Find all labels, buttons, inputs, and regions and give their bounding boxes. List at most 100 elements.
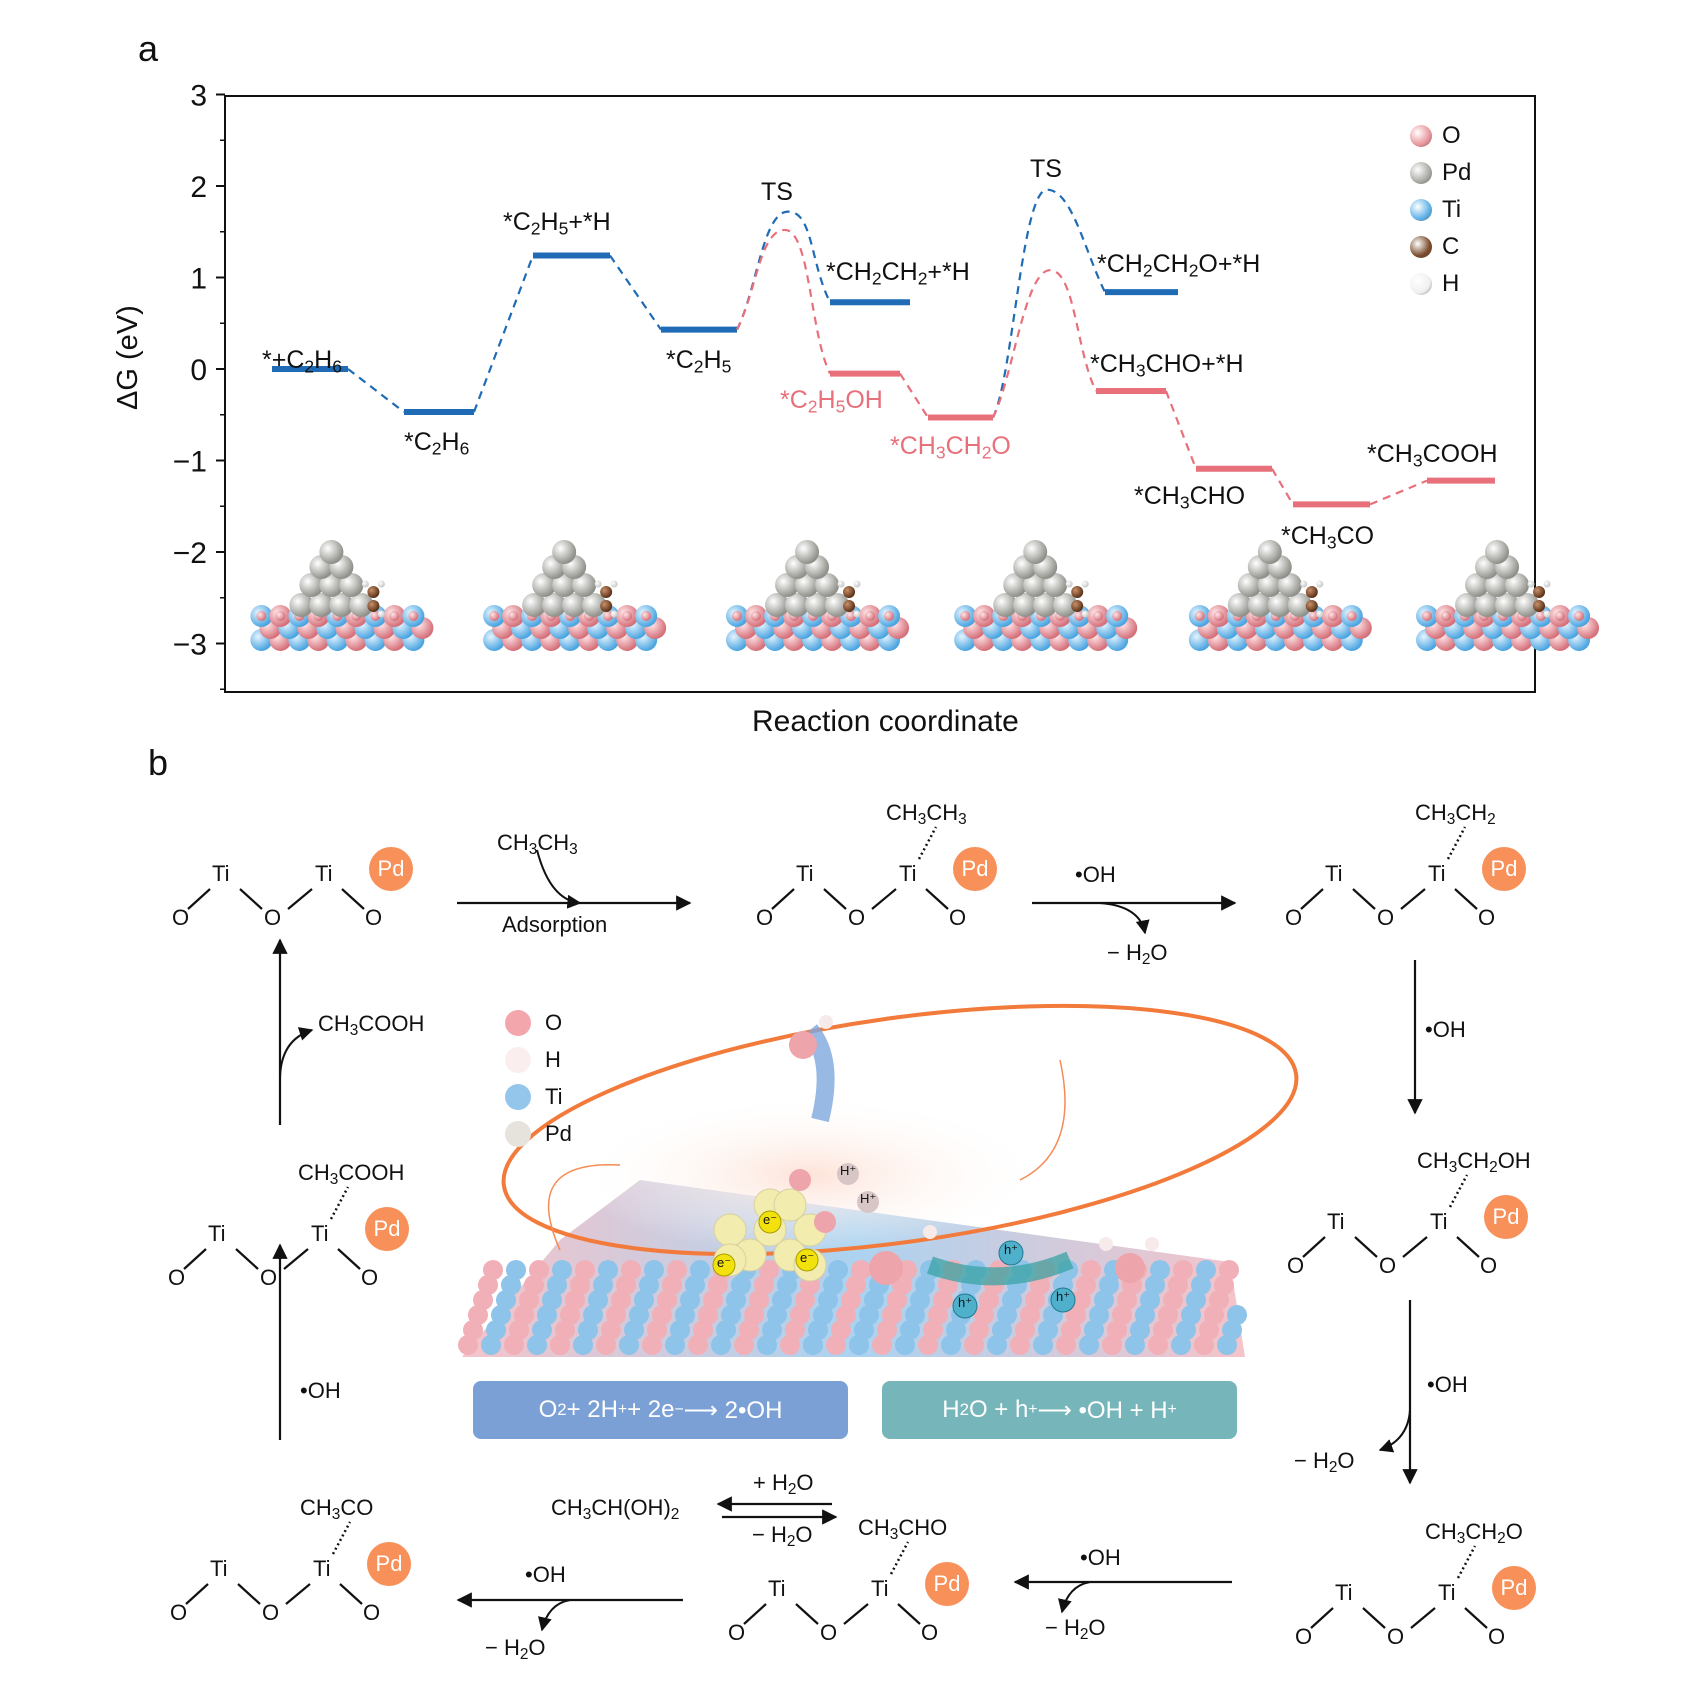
oxygen-atom xyxy=(846,611,857,621)
dotted-bond xyxy=(917,826,938,860)
slab-atom xyxy=(529,1260,549,1280)
bond xyxy=(843,1603,869,1625)
pd-atom xyxy=(1257,540,1282,564)
carbon-atom xyxy=(600,600,613,612)
oxygen-atom xyxy=(1213,611,1224,621)
bond xyxy=(871,888,897,910)
oxygen-atom xyxy=(389,611,400,621)
atom-sphere-icon xyxy=(1410,199,1432,221)
pd-atom xyxy=(1277,573,1302,597)
ti-o-motif xyxy=(187,888,365,910)
oh-label: •OH xyxy=(1425,1017,1466,1042)
hydrogen-atom xyxy=(853,580,861,588)
oxygen-atom xyxy=(1093,611,1104,621)
adsorbate-label: CH3CHO xyxy=(858,1515,948,1543)
ti-o-motif xyxy=(183,1186,361,1270)
oxygen-atom xyxy=(622,611,633,621)
oxygen-atom xyxy=(1308,611,1319,621)
y-tick-label: 2 xyxy=(190,171,207,204)
o-atom: O xyxy=(264,905,282,930)
o-atom: O xyxy=(1285,905,1303,930)
o-atom: O xyxy=(1478,905,1496,930)
bond xyxy=(1410,1607,1436,1629)
oh-label: •OH xyxy=(300,1378,341,1403)
adsorption-structure xyxy=(954,540,1138,651)
carbon-atom xyxy=(367,600,380,612)
slab-atom xyxy=(552,1260,572,1280)
oxygen-atom xyxy=(979,611,990,621)
connector xyxy=(899,372,929,419)
side-arrow xyxy=(279,1027,314,1081)
catalyst-illustration xyxy=(458,1003,1299,1357)
oxygen-atom xyxy=(256,611,267,621)
adsorbate-label: CH3COOH xyxy=(298,1160,405,1188)
legend-label: O xyxy=(545,1010,563,1035)
slab-atom xyxy=(690,1260,710,1280)
pd-atom xyxy=(825,593,850,617)
pd-site-badge: Pd xyxy=(367,1542,411,1586)
pd-site-badge: Pd xyxy=(365,1207,409,1251)
hole-transfer-arrow xyxy=(926,1251,1074,1286)
legend-item: Pd xyxy=(1410,159,1471,187)
x-axis-title: Reaction coordinate xyxy=(752,705,1019,738)
bond xyxy=(1402,1236,1428,1258)
side-arrow xyxy=(538,1599,571,1632)
bond xyxy=(795,1603,819,1625)
oxygen-atom xyxy=(275,611,286,621)
o-atom: O xyxy=(1379,1253,1397,1278)
state-label: *C2H5OH xyxy=(780,386,883,417)
pd-atom xyxy=(552,573,577,597)
plot-frame xyxy=(224,95,1536,693)
slab-atom xyxy=(483,1260,503,1280)
o-atom: O xyxy=(361,1265,379,1290)
legend-item: C xyxy=(1410,233,1459,261)
pd-atom xyxy=(329,593,354,617)
oxygen-atom xyxy=(789,1031,817,1059)
connector xyxy=(609,254,662,331)
o-atom: O xyxy=(1287,1253,1305,1278)
oxygen-atom xyxy=(814,1211,836,1233)
oxygen-atom xyxy=(1194,611,1205,621)
atom-sphere-icon xyxy=(1410,273,1432,295)
adsorption-structure xyxy=(483,540,667,651)
slab-atom xyxy=(575,1260,595,1280)
slab-atom xyxy=(1196,1260,1216,1280)
pd-atom xyxy=(572,573,597,597)
panel-a-label: a xyxy=(138,28,159,69)
slab-atom xyxy=(1219,1260,1239,1280)
slab-atom xyxy=(1173,1260,1193,1280)
pd-site-badge: Pd xyxy=(1492,1566,1536,1610)
ti-atom: Ti xyxy=(1430,1209,1448,1234)
carbon-atom xyxy=(367,586,380,598)
hydroxyl-release-arrow xyxy=(802,1024,835,1123)
hydrogen-atom xyxy=(853,610,861,618)
slab-atom xyxy=(1227,1305,1247,1325)
electron-label: e⁻ xyxy=(800,1250,815,1265)
orbit-arrow-right xyxy=(1019,1059,1066,1181)
hydrogen-atom xyxy=(1081,580,1089,588)
carbon-atom xyxy=(600,586,613,598)
hydrogen-atom xyxy=(1145,1237,1159,1251)
bond xyxy=(1352,888,1376,910)
proton-particle xyxy=(837,1163,859,1185)
legend-label: O xyxy=(1442,122,1461,149)
oxygen-atom xyxy=(960,611,971,621)
ts-curve xyxy=(736,228,831,375)
pd-atom xyxy=(1475,593,1500,617)
adsorbate-label: CH3CH3 xyxy=(886,800,967,828)
oh-label: •OH xyxy=(1080,1545,1121,1570)
state-label: *CH2CH2+*H xyxy=(826,258,970,289)
bond xyxy=(285,1583,311,1605)
oxygen-atom xyxy=(508,611,519,621)
pd-atom xyxy=(1033,593,1058,617)
pd-atom xyxy=(1053,593,1078,617)
state-label: *CH3CHO+*H xyxy=(1090,350,1244,381)
bond xyxy=(1302,1236,1326,1258)
oh-label: •OH xyxy=(1075,862,1116,887)
bond xyxy=(337,1248,361,1270)
hydrogen-atom xyxy=(1316,610,1324,618)
byproduct-label: − H2O xyxy=(1294,1448,1355,1476)
bond xyxy=(925,888,949,910)
slab-atom xyxy=(828,1260,848,1280)
oxygen-atom xyxy=(370,611,381,621)
